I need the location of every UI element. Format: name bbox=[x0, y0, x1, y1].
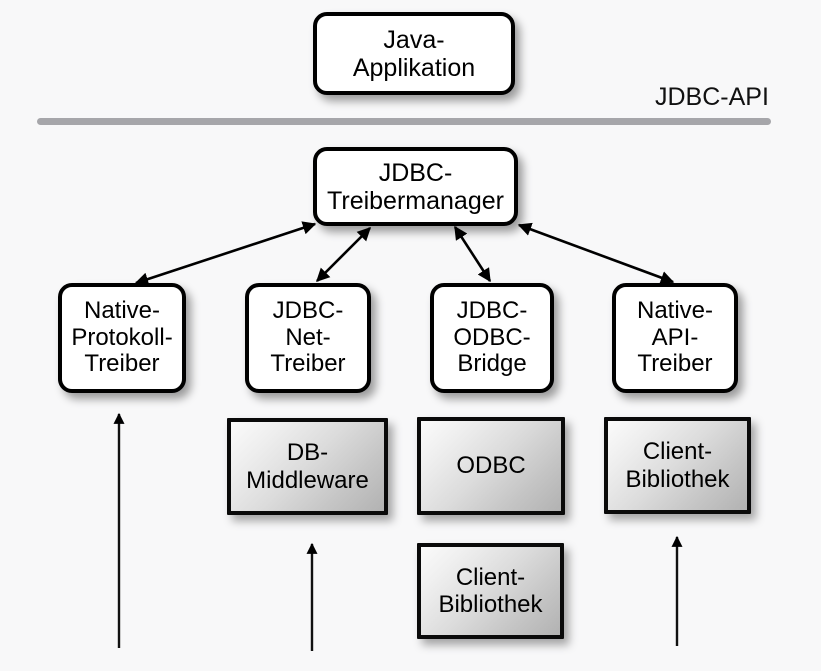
node-native-protokoll-treiber-label: Native- Protokoll- Treiber bbox=[71, 296, 173, 378]
node-client-bibliothek-center[interactable]: Client- Bibliothek bbox=[417, 543, 564, 639]
node-odbc[interactable]: ODBC bbox=[417, 417, 565, 515]
connector-manager-native-protokoll-treiber bbox=[134, 221, 317, 286]
jdbc-api-separator-line bbox=[37, 118, 771, 125]
node-odbc-label: ODBC bbox=[456, 452, 526, 480]
node-native-api-treiber-label: Native- API- Treiber bbox=[636, 296, 714, 378]
node-client-bibliothek-right[interactable]: Client- Bibliothek bbox=[604, 417, 751, 514]
node-jdbc-net-treiber-label: JDBC- Net- Treiber bbox=[270, 296, 346, 378]
node-jdbc-odbc-bridge[interactable]: JDBC- ODBC- Bridge bbox=[430, 283, 554, 393]
connector-manager-jdbc-net-treiber bbox=[316, 227, 371, 282]
node-native-protokoll-treiber[interactable]: Native- Protokoll- Treiber bbox=[58, 283, 186, 393]
node-jdbc-net-treiber[interactable]: JDBC- Net- Treiber bbox=[245, 283, 371, 393]
node-client-bibliothek-right-label: Client- Bibliothek bbox=[625, 438, 730, 493]
node-client-bibliothek-center-label: Client- Bibliothek bbox=[438, 563, 543, 618]
node-jdbc-treibermanager[interactable]: JDBC- Treibermanager bbox=[313, 147, 518, 226]
node-java-applikation-label: Java- Applikation bbox=[352, 25, 476, 82]
node-java-applikation[interactable]: Java- Applikation bbox=[313, 12, 515, 95]
node-native-api-treiber[interactable]: Native- API- Treiber bbox=[612, 283, 738, 393]
node-jdbc-odbc-bridge-label: JDBC- ODBC- Bridge bbox=[453, 296, 531, 378]
node-db-middleware-label: DB- Middleware bbox=[246, 439, 369, 494]
connector-manager-jdbc-odbc-bridge bbox=[453, 225, 492, 283]
connector-manager-native-api-treiber bbox=[517, 222, 675, 285]
node-jdbc-treibermanager-label: JDBC- Treibermanager bbox=[327, 158, 504, 215]
node-db-middleware[interactable]: DB- Middleware bbox=[227, 418, 388, 515]
jdbc-api-label: JDBC-API bbox=[655, 83, 769, 111]
